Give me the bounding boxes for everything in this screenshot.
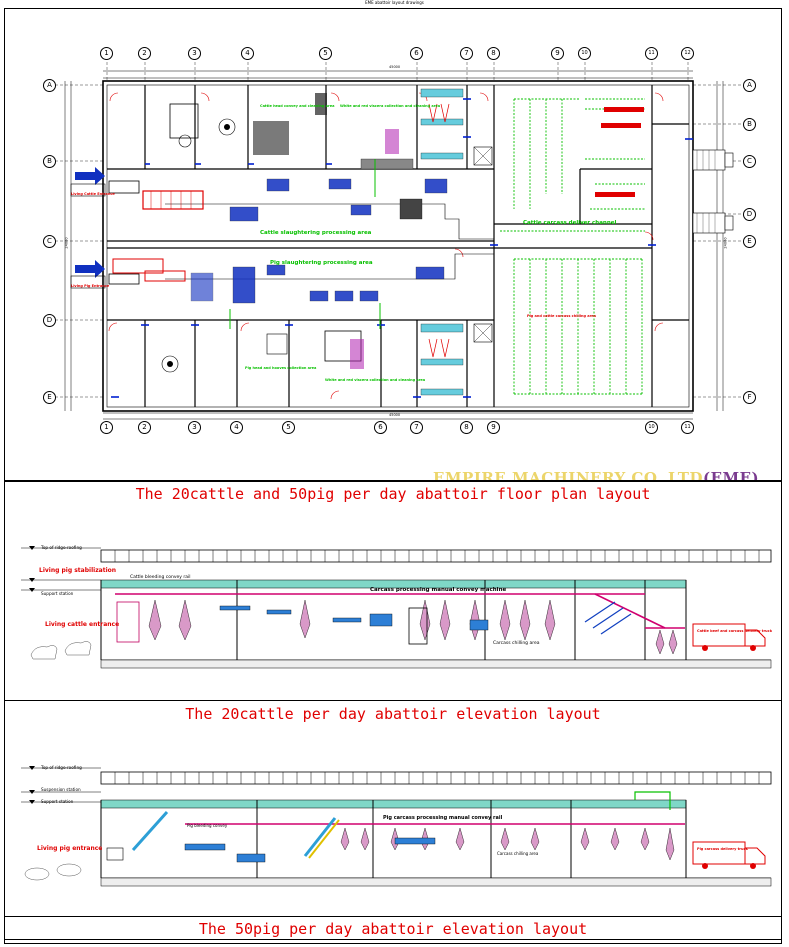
side-dimension-right: 24000	[723, 237, 728, 249]
pig-elevation-drawing	[21, 766, 772, 887]
pig-viscera-room-label: White and red viscera collection and cle…	[325, 378, 426, 382]
axis-4-top: 4	[241, 47, 254, 60]
side-dimension-left: 24000	[64, 237, 69, 249]
pig-elevation-panel: Top of ridge-roofing Suspension station …	[4, 728, 782, 916]
cattle-level-top: Top of ridge-roofing	[41, 545, 82, 550]
cattle-entrance-label: Living cattle entrance	[45, 621, 120, 628]
axis-E-right: E	[743, 235, 756, 248]
cattle-slaughter-area-label: Cattle slaughtering processing area	[260, 230, 372, 236]
company-name: EMPIRE MACHINERY CO.,LTD	[433, 469, 703, 482]
axis-B-right: B	[743, 118, 756, 131]
axis-12-top: 12	[681, 47, 694, 60]
cattle-rail-label: Carcass processing manual convey machine	[370, 587, 507, 593]
floor-plan-drawing	[55, 57, 743, 420]
axis-9-bottom: 9	[487, 421, 500, 434]
axis-1-top: 1	[100, 47, 113, 60]
axis-10-top: 10	[578, 47, 591, 60]
axis-2-top: 2	[138, 47, 151, 60]
axis-3-bottom: 3	[188, 421, 201, 434]
floor-plan-caption: The 20cattle and 50pig per day abattoir …	[4, 480, 782, 506]
company-abbr: (EME)	[702, 469, 760, 482]
pig-elevation-caption: The 50pig per day abattoir elevation lay…	[4, 916, 782, 940]
cattle-head-room-label: Cattle head convey and cleaning area	[260, 104, 335, 108]
pig-slaughter-area-label: Pig slaughtering processing area	[270, 260, 373, 266]
cattle-elevation-drawing	[21, 546, 772, 669]
pig-entrance-label: Living Pig Entrance	[71, 284, 110, 288]
axis-6-top: 6	[410, 47, 423, 60]
pig-level-support: Support station	[41, 799, 74, 804]
cattle-entrance-label: Living Cattle Entrance	[71, 192, 115, 196]
axis-7-bottom: 7	[410, 421, 423, 434]
axis-7-top: 7	[460, 47, 473, 60]
overall-dimension-top: 45000	[389, 65, 401, 69]
axis-5-top: 5	[319, 47, 332, 60]
company-watermark: EMPIRE MACHINERY CO.,LTD(EME)	[433, 469, 760, 482]
cattle-level-support: Support station	[41, 591, 74, 596]
axis-C-right: C	[743, 155, 756, 168]
cattle-level-bleed: Living pig stabilization	[39, 567, 117, 574]
axis-A-left: A	[43, 79, 56, 92]
axis-1-bottom: 1	[100, 421, 113, 434]
axis-B-left: B	[43, 155, 56, 168]
chilling-area-label: Pig and cattle carcass chilling area	[527, 314, 597, 318]
cattle-truck-label: Cattle beef and carcass delivery truck	[697, 629, 773, 633]
axis-10-bottom: 10	[645, 421, 658, 434]
axis-D-left: D	[43, 314, 56, 327]
pig-bleeding-label: Pig bleeding convey	[187, 823, 228, 828]
axis-A-right: A	[743, 79, 756, 92]
pig-level-top: Top of ridge-roofing	[41, 765, 82, 770]
pig-level-mid: Suspension station	[41, 787, 81, 792]
pig-truck-label: Pig carcass delivery truck	[697, 847, 748, 851]
overall-dimension-bottom: 45000	[389, 413, 401, 417]
cattle-carcass-channel-label: Cattle carcass deliver channel	[523, 220, 617, 226]
pig-chilling-label: Carcass chilling area	[497, 851, 539, 856]
axis-4-bottom: 4	[230, 421, 243, 434]
axis-11-top: 11	[645, 47, 658, 60]
axis-5-bottom: 5	[282, 421, 295, 434]
axis-8-top: 8	[487, 47, 500, 60]
axis-6-bottom: 6	[374, 421, 387, 434]
axis-C-left: C	[43, 235, 56, 248]
cattle-chilling-label: Carcass chilling area	[493, 641, 540, 646]
floor-plan-panel: 1 2 3 4 5 6 7 8 9 10 11 12 1 2 3 4 5 6 7…	[4, 8, 782, 482]
axis-2-bottom: 2	[138, 421, 151, 434]
axis-F-right: F	[743, 391, 756, 404]
axis-8-bottom: 8	[460, 421, 473, 434]
axis-11-bottom: 11	[681, 421, 694, 434]
pig-rail-label: Pig carcass processing manual convey rai…	[383, 815, 503, 821]
cattle-viscera-room-label: White and red viscera collection and cle…	[340, 104, 441, 108]
pig-head-room-label: Pig head and hooves collection area	[245, 366, 317, 370]
drawing-title: EME abattoir layout drawings	[365, 0, 424, 5]
cattle-elevation-caption: The 20cattle per day abattoir elevation …	[4, 700, 782, 726]
axis-D-right: D	[743, 208, 756, 221]
axis-3-top: 3	[188, 47, 201, 60]
cattle-elevation-panel: Top of ridge-roofing Living pig stabiliz…	[4, 510, 782, 700]
axis-E-left: E	[43, 391, 56, 404]
pig-entrance-label: Living pig entrance	[37, 845, 103, 852]
cattle-bleeding-rail-label: Cattle bleeding convey rail	[130, 575, 191, 580]
axis-9-top: 9	[551, 47, 564, 60]
